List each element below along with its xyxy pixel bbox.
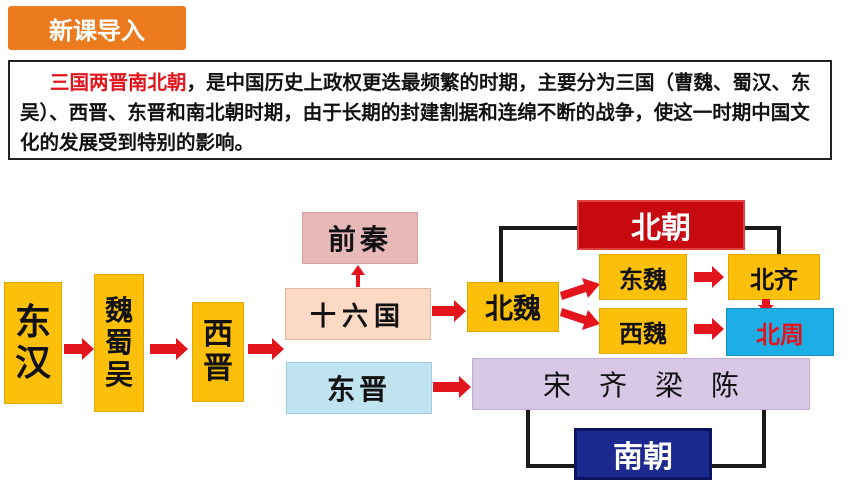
nanchao-label: 南朝 xyxy=(574,428,712,480)
section-title: 新课导入 xyxy=(49,16,145,45)
arrow-up-icon xyxy=(351,265,365,291)
beiwei-text: 北魏 xyxy=(484,292,541,325)
arrow-right-icon xyxy=(432,300,466,322)
beiqi-text: 北齐 xyxy=(750,264,798,294)
dongjin-text: 东晋 xyxy=(326,373,391,406)
arrow-right-icon xyxy=(64,338,94,360)
donghan-char-1: 东 xyxy=(14,300,51,343)
southern-text: 宋 齐 梁 陈 xyxy=(542,369,739,402)
box-dongwei: 东魏 xyxy=(599,254,687,300)
box-dongjin: 东晋 xyxy=(286,362,432,414)
box-beiqi: 北齐 xyxy=(728,254,820,300)
qianqin-text: 前秦 xyxy=(327,223,392,256)
beichao-text: 北朝 xyxy=(631,211,691,246)
xijin-char-2: 晋 xyxy=(203,351,233,386)
box-xijin: 西 晋 xyxy=(192,302,244,402)
arrow-right-icon xyxy=(433,376,471,398)
arrow-diagonal-up-icon xyxy=(560,278,600,306)
box-xiwei: 西魏 xyxy=(599,308,687,354)
box-qianqin: 前秦 xyxy=(302,212,418,264)
beichao-label: 北朝 xyxy=(577,200,745,250)
intro-highlight: 三国两晋南北朝 xyxy=(50,71,187,94)
arrow-diagonal-down-icon xyxy=(560,306,600,334)
section-title-tag: 新课导入 xyxy=(8,6,186,50)
dongwei-text: 东魏 xyxy=(619,264,667,294)
sanguo-char-1: 魏 xyxy=(104,293,133,327)
box-beizhou: 北周 xyxy=(726,308,834,356)
beizhou-text: 北周 xyxy=(756,319,804,349)
box-sanguo: 魏 蜀 吴 xyxy=(94,274,144,412)
arrow-right-icon xyxy=(248,338,284,360)
nanchao-text: 南朝 xyxy=(613,440,673,475)
box-shiliuguo: 十六国 xyxy=(285,288,431,340)
sanguo-char-2: 蜀 xyxy=(104,325,133,359)
arrow-right-icon xyxy=(694,266,724,288)
box-southern-dynasties: 宋 齐 梁 陈 xyxy=(472,358,810,410)
xijin-char-1: 西 xyxy=(203,316,233,352)
intro-body: ，是中国历史上政权更迭最频繁的时期，主要分为三国（曹魏、蜀汉、东吴）、西晋、东晋… xyxy=(20,71,811,154)
arrow-right-icon xyxy=(694,318,724,340)
arrow-down-icon xyxy=(758,298,774,317)
shiliuguo-text: 十六国 xyxy=(309,301,406,332)
box-donghan: 东 汉 xyxy=(4,282,62,404)
sanguo-char-3: 吴 xyxy=(104,358,133,392)
xiwei-text: 西魏 xyxy=(619,318,667,348)
box-beiwei: 北魏 xyxy=(467,282,559,332)
donghan-char-2: 汉 xyxy=(14,342,51,384)
arrow-right-icon xyxy=(150,338,188,360)
intro-text-box: 三国两晋南北朝，是中国历史上政权更迭最频繁的时期，主要分为三国（曹魏、蜀汉、东吴… xyxy=(8,60,832,160)
